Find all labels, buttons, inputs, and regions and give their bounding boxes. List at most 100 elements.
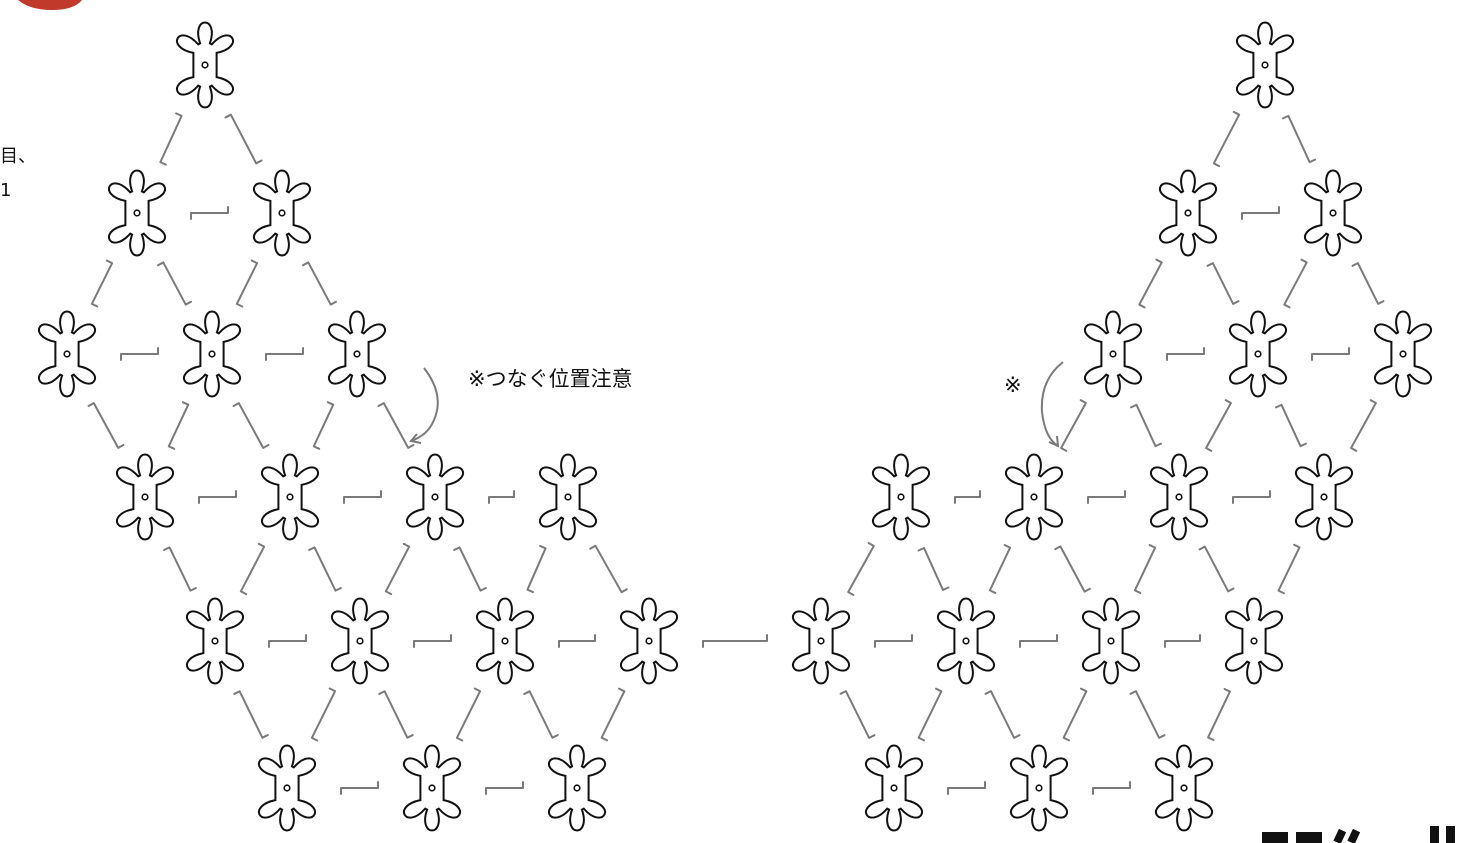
join-connector bbox=[589, 544, 628, 594]
join-connector bbox=[954, 490, 981, 504]
flower-motif bbox=[1235, 21, 1295, 109]
join-connector bbox=[600, 687, 626, 742]
motifs bbox=[37, 21, 1433, 832]
join-connector bbox=[1092, 781, 1131, 795]
join-connector bbox=[190, 206, 229, 220]
join-position-note: ※つなぐ位置注意 bbox=[468, 367, 633, 391]
join-connector bbox=[235, 259, 259, 308]
flower-motif bbox=[330, 597, 390, 685]
join-note-leader-right bbox=[1040, 361, 1064, 447]
join-connector bbox=[984, 690, 1021, 739]
join-connector bbox=[1311, 347, 1350, 361]
join-connector bbox=[163, 546, 197, 592]
flower-motif bbox=[182, 310, 242, 398]
join-connector bbox=[1087, 490, 1126, 504]
join-connector bbox=[224, 113, 263, 165]
flower-motif bbox=[1158, 169, 1218, 257]
join-connector bbox=[377, 402, 415, 449]
join-connector bbox=[1232, 490, 1271, 504]
flower-motif bbox=[1083, 310, 1143, 398]
flower-motif bbox=[260, 453, 320, 541]
join-connector bbox=[1205, 399, 1232, 452]
join-note-leader-left bbox=[410, 367, 439, 442]
join-connector bbox=[413, 634, 452, 648]
join-connector bbox=[120, 347, 159, 361]
join-connector bbox=[312, 401, 335, 450]
join-connector bbox=[1283, 258, 1308, 309]
join-connector bbox=[1060, 399, 1087, 452]
join-connector bbox=[523, 690, 559, 739]
join-connector bbox=[1130, 403, 1162, 448]
flower-motif bbox=[864, 744, 924, 832]
join-connector bbox=[488, 490, 515, 504]
join-connector bbox=[378, 690, 414, 739]
flower-motif bbox=[538, 453, 598, 541]
flower-motif bbox=[1303, 169, 1363, 257]
join-connector bbox=[847, 542, 875, 596]
edge-text-fragment-2: 1 bbox=[0, 180, 11, 201]
join-connector bbox=[265, 347, 304, 361]
join-connector bbox=[917, 687, 943, 742]
join-connector bbox=[1198, 545, 1235, 593]
flower-motif bbox=[107, 169, 167, 257]
join-connector bbox=[1019, 634, 1058, 648]
flower-motif bbox=[1294, 453, 1354, 541]
join-connector bbox=[302, 261, 337, 306]
join-connector bbox=[1138, 258, 1163, 309]
join-connector bbox=[90, 259, 114, 308]
join-connector bbox=[1275, 403, 1307, 448]
join-connector bbox=[268, 634, 307, 648]
join-connector bbox=[917, 547, 950, 591]
join-connector bbox=[455, 687, 482, 742]
join-connector bbox=[1129, 690, 1166, 739]
flower-motif bbox=[115, 453, 175, 541]
join-connector bbox=[1062, 687, 1088, 742]
flower-motif bbox=[1004, 453, 1064, 541]
flower-motif bbox=[327, 310, 387, 398]
flower-motif bbox=[1224, 597, 1284, 685]
flower-motif bbox=[475, 597, 535, 685]
join-connector bbox=[1350, 399, 1377, 452]
flower-motif bbox=[1149, 453, 1209, 541]
flower-motif bbox=[1228, 310, 1288, 398]
join-connector bbox=[159, 112, 183, 166]
join-connector bbox=[1133, 544, 1157, 594]
join-note-leader-left-head bbox=[409, 433, 422, 444]
join-connector bbox=[526, 544, 547, 594]
join-connector bbox=[1206, 262, 1240, 305]
flower-motif bbox=[37, 310, 97, 398]
join-connector bbox=[1207, 687, 1231, 742]
edge-text-fragment-1: 目、 bbox=[0, 146, 36, 167]
flower-motif bbox=[402, 744, 462, 832]
join-connector bbox=[340, 781, 379, 795]
connectors bbox=[87, 110, 1385, 795]
flower-motif bbox=[547, 744, 607, 832]
join-connector bbox=[233, 690, 269, 739]
join-connector bbox=[453, 546, 487, 592]
corner-accent-shape bbox=[18, 0, 82, 10]
join-connector bbox=[1241, 206, 1280, 220]
flower-motif bbox=[252, 169, 312, 257]
publisher-logo-fragment bbox=[1262, 826, 1455, 843]
join-connector bbox=[839, 690, 876, 739]
flower-motif bbox=[175, 21, 235, 109]
join-connector bbox=[198, 490, 237, 504]
join-connector bbox=[1164, 634, 1201, 648]
flower-motif bbox=[871, 453, 931, 541]
join-position-mark: ※ bbox=[1004, 373, 1022, 397]
join-connector bbox=[1212, 110, 1241, 168]
join-connector bbox=[87, 402, 125, 449]
flower-motif bbox=[257, 744, 317, 832]
join-connector bbox=[702, 634, 768, 648]
join-connector bbox=[558, 634, 596, 648]
flower-motif bbox=[619, 597, 679, 685]
join-connector bbox=[874, 634, 913, 648]
join-connector bbox=[1277, 543, 1301, 595]
join-connector bbox=[310, 687, 337, 742]
flower-motif bbox=[1009, 744, 1069, 832]
flower-motif bbox=[185, 597, 245, 685]
flower-motif bbox=[791, 597, 851, 685]
join-connector bbox=[988, 544, 1012, 594]
join-connector bbox=[384, 542, 411, 596]
